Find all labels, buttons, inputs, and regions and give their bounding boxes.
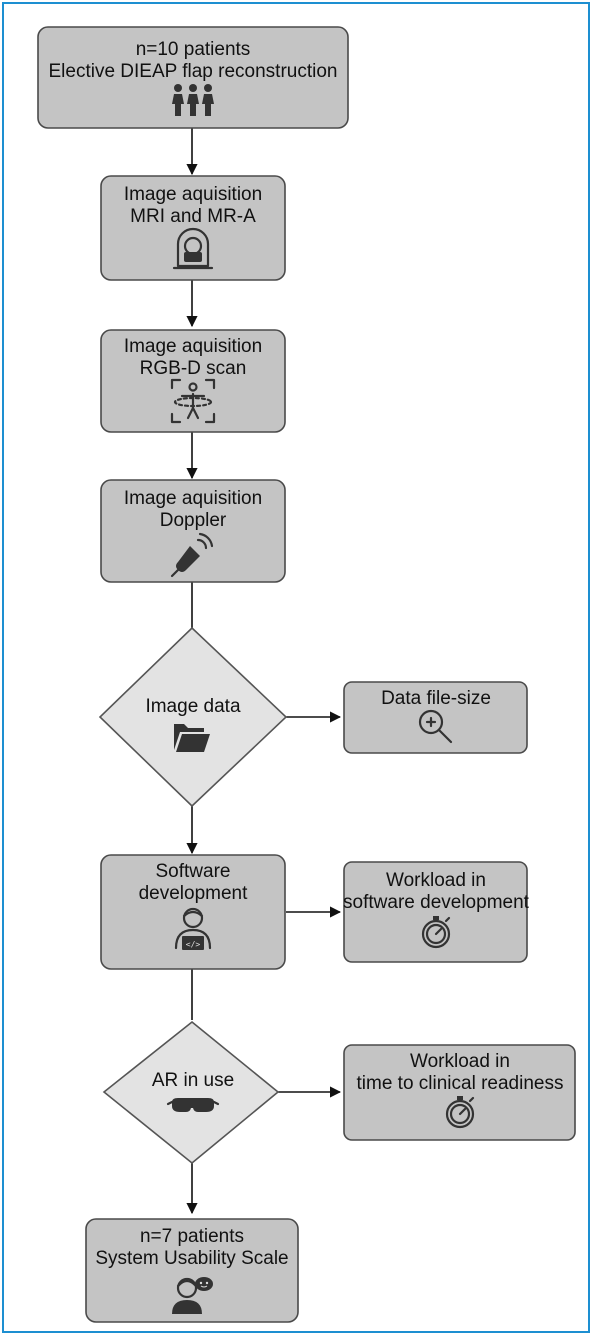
people-icon — [172, 84, 214, 116]
stopwatch-icon — [421, 916, 451, 949]
doppler-probe-icon — [170, 532, 214, 578]
svg-text:Image aquisition: Image aquisition — [124, 488, 262, 509]
svg-text:Image aquisition: Image aquisition — [124, 336, 262, 357]
svg-text:Workload in: Workload in — [410, 1051, 510, 1072]
node-doppler-line2: Doppler — [160, 510, 227, 531]
node-doppler-line1: Image aquisition — [124, 488, 262, 509]
svg-text:n=7 patients: n=7 patients — [140, 1226, 244, 1247]
node-patients: n=10 patients Elective DIEAP flap recons… — [37, 26, 349, 129]
node-mri-line2: MRI and MR-A — [130, 206, 256, 227]
node-sus: n=7 patients System Usability Scale — [85, 1218, 299, 1323]
svg-text:MRI and MR-A: MRI and MR-A — [130, 206, 256, 227]
node-workload-sw-line1: Workload in — [386, 870, 486, 891]
svg-text:System Usability Scale: System Usability Scale — [95, 1248, 288, 1269]
stopwatch-icon — [445, 1096, 475, 1129]
node-software-line2: development — [139, 883, 249, 904]
svg-text:n=10 patients: n=10 patients — [136, 39, 251, 60]
node-doppler: Image aquisition Doppler — [100, 479, 286, 583]
svg-text:RGB-D scan: RGB-D scan — [140, 358, 247, 379]
user-feedback-icon — [172, 1277, 213, 1314]
node-workload-sw: Workload in software development — [343, 861, 530, 963]
node-software: Software development </> — [100, 854, 286, 970]
magnifier-icon — [418, 709, 453, 744]
node-workload-ar-line2: time to clinical readiness — [357, 1073, 564, 1094]
node-ar: AR in use — [102, 1020, 280, 1165]
node-imagedata-label: Image data — [145, 696, 240, 717]
svg-text:Elective DIEAP flap reconstruc: Elective DIEAP flap reconstruction — [48, 61, 337, 82]
svg-text:time to clinical readiness: time to clinical readiness — [357, 1073, 564, 1094]
node-ar-label: AR in use — [152, 1070, 234, 1091]
ar-headset-icon — [166, 1098, 220, 1112]
node-patients-line1: n=10 patients — [136, 39, 251, 60]
svg-text:Software: Software — [156, 861, 231, 882]
mri-scanner-icon — [172, 227, 214, 270]
node-rgbd-line1: Image aquisition — [124, 336, 262, 357]
node-software-line1: Software — [156, 861, 231, 882]
svg-text:development: development — [139, 883, 249, 904]
node-rgbd-line2: RGB-D scan — [140, 358, 247, 379]
node-workload-sw-line2: software development — [343, 892, 530, 913]
svg-text:Doppler: Doppler — [160, 510, 227, 531]
svg-text:software development: software development — [343, 892, 530, 913]
node-filesize: Data file-size — [343, 681, 528, 754]
svg-text:Data file-size: Data file-size — [381, 688, 491, 709]
node-patients-line2: Elective DIEAP flap reconstruction — [48, 61, 337, 82]
node-sus-line1: n=7 patients — [140, 1226, 244, 1247]
svg-text:Image data: Image data — [145, 696, 240, 717]
node-mri: Image aquisition MRI and MR-A — [100, 175, 286, 281]
folder-icon — [174, 724, 210, 752]
node-sus-line2: System Usability Scale — [95, 1248, 288, 1269]
node-rgbd: Image aquisition RGB-D scan — [100, 329, 286, 433]
svg-text:</>: </> — [186, 940, 201, 949]
svg-text:Workload in: Workload in — [386, 870, 486, 891]
node-workload-ar-line1: Workload in — [410, 1051, 510, 1072]
developer-icon: </> — [174, 907, 212, 950]
node-mri-line1: Image aquisition — [124, 184, 262, 205]
svg-text:AR in use: AR in use — [152, 1070, 234, 1091]
node-imagedata: Image data — [98, 626, 288, 808]
node-filesize-label: Data file-size — [381, 688, 491, 709]
node-workload-ar: Workload in time to clinical readiness — [343, 1044, 576, 1141]
svg-text:Image aquisition: Image aquisition — [124, 184, 262, 205]
edges — [186, 128, 342, 1215]
body-scan-icon — [170, 378, 216, 424]
